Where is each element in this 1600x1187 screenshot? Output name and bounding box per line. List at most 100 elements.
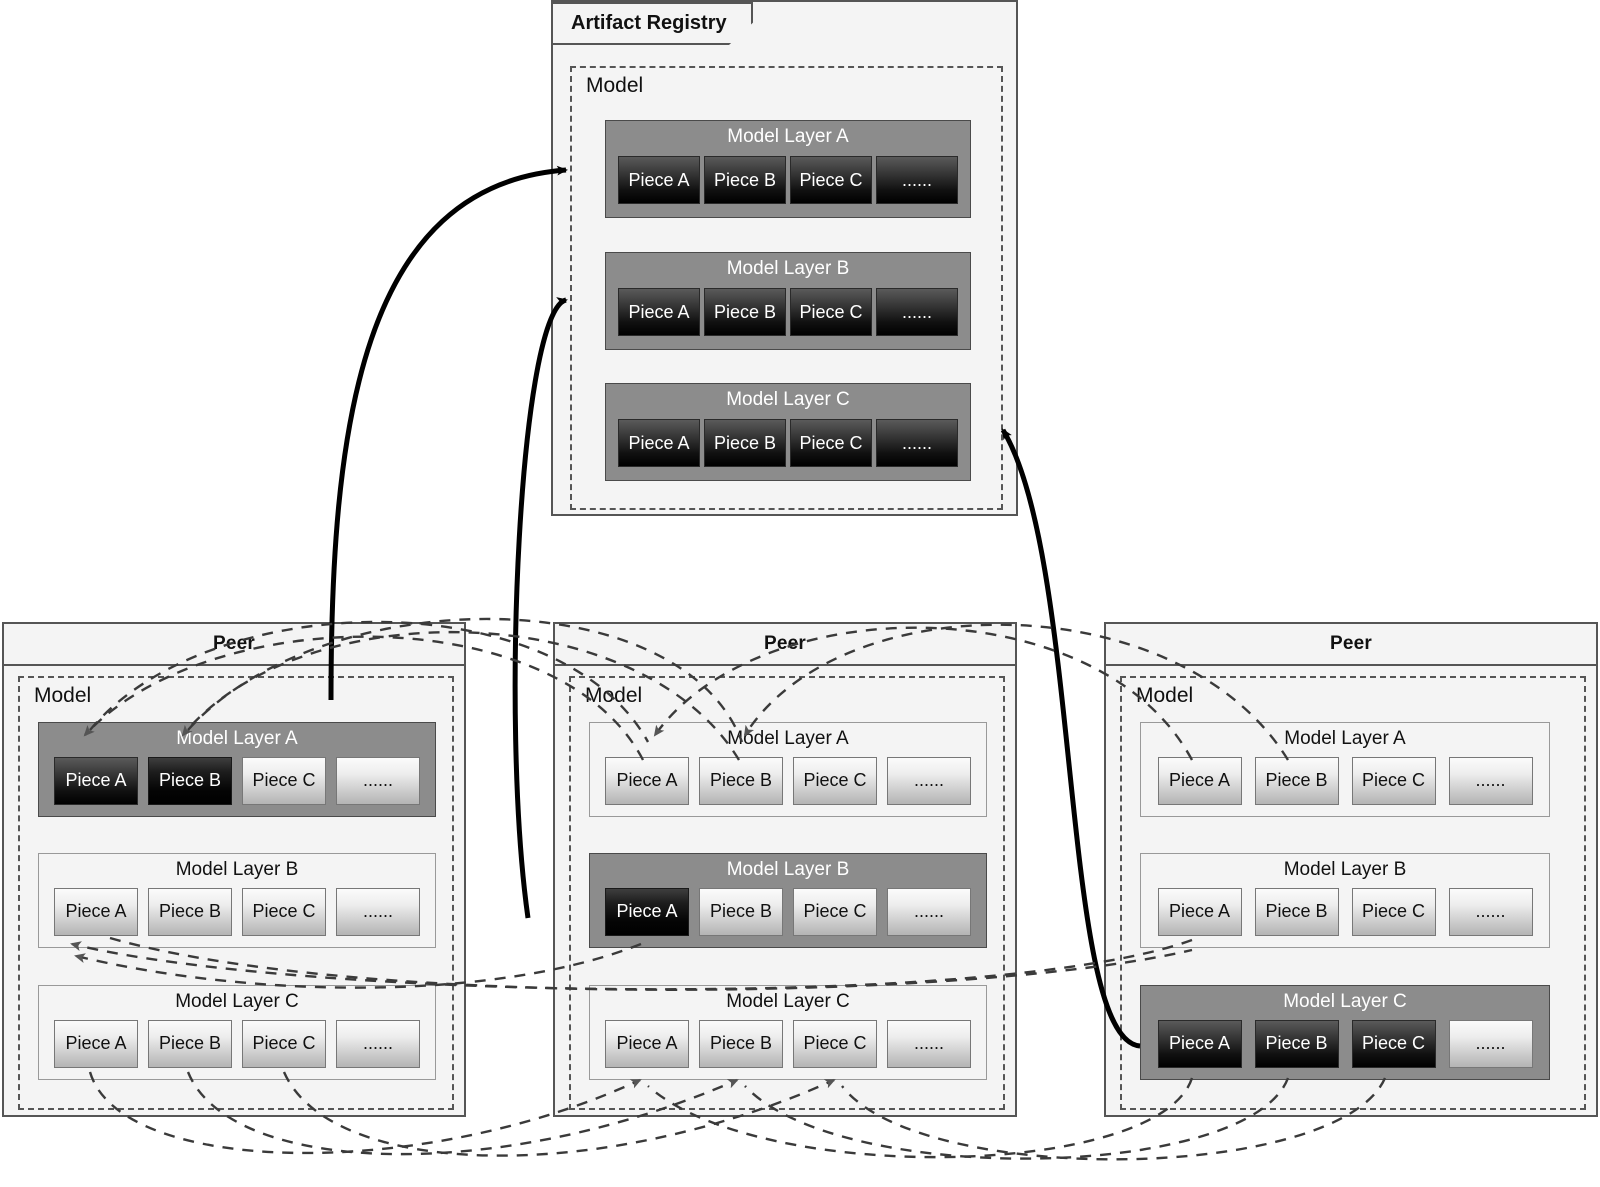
peer-1-layer-a-title: Model Layer A: [176, 728, 298, 749]
registry-model-box: Model Model Layer A Piece A Piece B Piec…: [570, 66, 1003, 510]
peer-1-layer-a[interactable]: Model Layer A Piece A Piece B Piece C ..…: [38, 722, 436, 817]
registry-layer-a-title: Model Layer A: [727, 126, 849, 147]
piece[interactable]: ......: [1448, 756, 1533, 805]
peer-1-model-box: Model Model Layer A Piece A Piece B Piec…: [18, 676, 454, 1110]
peer-2-layer-a-pieces: Piece A Piece B Piece C ......: [590, 753, 986, 816]
peer-2-layer-c-pieces: Piece A Piece B Piece C ......: [590, 1016, 986, 1079]
peer-2-layer-c-title: Model Layer C: [726, 991, 850, 1012]
registry-layer-c-pieces: Piece A Piece B Piece C ......: [606, 414, 970, 480]
piece[interactable]: Piece A: [1157, 756, 1242, 805]
piece[interactable]: Piece A: [54, 1019, 138, 1068]
piece[interactable]: ......: [1448, 887, 1533, 936]
piece[interactable]: Piece C: [242, 756, 326, 805]
piece[interactable]: Piece B: [148, 756, 232, 805]
peer-3-layer-b-pieces: Piece A Piece B Piece C ......: [1141, 884, 1549, 947]
peer-3-layer-a-title: Model Layer A: [1284, 728, 1406, 749]
peer-1-layer-c[interactable]: Model Layer C Piece A Piece B Piece C ..…: [38, 985, 436, 1080]
registry-layer-b-pieces: Piece A Piece B Piece C ......: [606, 283, 970, 349]
piece[interactable]: Piece A: [605, 887, 689, 936]
peer-panel-2: Peer Model Model Layer A Piece A Piece B…: [553, 622, 1017, 1117]
piece[interactable]: Piece C: [242, 1019, 326, 1068]
piece[interactable]: ......: [336, 887, 420, 936]
piece[interactable]: Piece A: [618, 419, 700, 467]
peer-2-model-box: Model Model Layer A Piece A Piece B Piec…: [569, 676, 1005, 1110]
peer-1-model-label: Model: [34, 684, 92, 707]
piece[interactable]: ......: [876, 419, 958, 467]
peer-1-layer-b-pieces: Piece A Piece B Piece C ......: [39, 884, 435, 947]
piece[interactable]: Piece B: [1254, 756, 1339, 805]
peer-1-layer-c-pieces: Piece A Piece B Piece C ......: [39, 1016, 435, 1079]
piece[interactable]: Piece A: [618, 288, 700, 336]
peer-2-title: Peer: [763, 633, 806, 654]
piece[interactable]: Piece B: [704, 156, 786, 204]
piece[interactable]: Piece A: [54, 756, 138, 805]
piece[interactable]: Piece B: [699, 887, 783, 936]
peer-3-layer-b[interactable]: Model Layer B Piece A Piece B Piece C ..…: [1140, 853, 1550, 948]
piece[interactable]: ......: [887, 756, 971, 805]
piece[interactable]: Piece A: [605, 756, 689, 805]
piece[interactable]: Piece A: [1157, 1019, 1242, 1068]
peer-1-title: Peer: [212, 633, 255, 654]
piece[interactable]: Piece B: [699, 756, 783, 805]
peer-panel-1: Peer Model Model Layer A Piece A Piece B…: [2, 622, 466, 1117]
piece[interactable]: Piece C: [1351, 756, 1436, 805]
piece[interactable]: ......: [887, 887, 971, 936]
piece[interactable]: Piece A: [54, 887, 138, 936]
piece[interactable]: ......: [887, 1019, 971, 1068]
registry-layer-c-title: Model Layer C: [726, 389, 850, 410]
peer-3-header: Peer: [1106, 624, 1596, 666]
peer-2-layer-c[interactable]: Model Layer C Piece A Piece B Piece C ..…: [589, 985, 987, 1080]
peer-3-model-box: Model Model Layer A Piece A Piece B Piec…: [1120, 676, 1586, 1110]
peer-3-layer-c-pieces: Piece A Piece B Piece C ......: [1141, 1016, 1549, 1079]
piece[interactable]: Piece C: [790, 156, 872, 204]
peer-1-layer-b[interactable]: Model Layer B Piece A Piece B Piece C ..…: [38, 853, 436, 948]
peer-2-layer-b-title: Model Layer B: [726, 859, 850, 880]
solid-connector-peer1-to-registry-layer-a: [328, 165, 568, 701]
piece[interactable]: Piece B: [148, 887, 232, 936]
piece[interactable]: Piece C: [793, 756, 877, 805]
piece[interactable]: ......: [336, 1019, 420, 1068]
peer-3-layer-c[interactable]: Model Layer C Piece A Piece B Piece C ..…: [1140, 985, 1550, 1080]
piece[interactable]: Piece B: [1254, 1019, 1339, 1068]
peer-2-model-label: Model: [585, 684, 643, 707]
peer-2-layer-a-title: Model Layer A: [727, 728, 849, 749]
piece[interactable]: ......: [336, 756, 420, 805]
piece[interactable]: Piece C: [242, 887, 326, 936]
piece[interactable]: Piece B: [704, 288, 786, 336]
registry-model-label: Model: [586, 74, 644, 97]
piece[interactable]: Piece B: [148, 1019, 232, 1068]
piece[interactable]: Piece C: [1351, 1019, 1436, 1068]
registry-layer-b[interactable]: Model Layer B Piece A Piece B Piece C ..…: [605, 252, 971, 350]
piece[interactable]: Piece B: [1254, 887, 1339, 936]
peer-2-layer-b[interactable]: Model Layer B Piece A Piece B Piece C ..…: [589, 853, 987, 948]
peer-3-model-label: Model: [1136, 684, 1194, 707]
peer-1-layer-a-pieces: Piece A Piece B Piece C ......: [39, 753, 435, 816]
peer-3-layer-c-title: Model Layer C: [1283, 991, 1407, 1012]
piece[interactable]: Piece A: [605, 1019, 689, 1068]
registry-layer-a-pieces: Piece A Piece B Piece C ......: [606, 151, 970, 217]
registry-layer-c[interactable]: Model Layer C Piece A Piece B Piece C ..…: [605, 383, 971, 481]
piece[interactable]: Piece C: [793, 1019, 877, 1068]
peer-3-layer-a[interactable]: Model Layer A Piece A Piece B Piece C ..…: [1140, 722, 1550, 817]
peer-2-layer-a[interactable]: Model Layer A Piece A Piece B Piece C ..…: [589, 722, 987, 817]
registry-layer-b-title: Model Layer B: [726, 258, 850, 279]
piece[interactable]: Piece B: [699, 1019, 783, 1068]
piece[interactable]: ......: [876, 288, 958, 336]
piece[interactable]: ......: [1448, 1019, 1533, 1068]
registry-layer-a[interactable]: Model Layer A Piece A Piece B Piece C ..…: [605, 120, 971, 218]
piece[interactable]: Piece B: [704, 419, 786, 467]
peer-1-layer-c-title: Model Layer C: [175, 991, 299, 1012]
peer-panel-3: Peer Model Model Layer A Piece A Piece B…: [1104, 622, 1598, 1117]
piece[interactable]: Piece C: [793, 887, 877, 936]
piece[interactable]: Piece C: [790, 288, 872, 336]
peer-3-title: Peer: [1329, 633, 1372, 654]
peer-1-layer-b-title: Model Layer B: [175, 859, 299, 880]
piece[interactable]: Piece A: [618, 156, 700, 204]
piece[interactable]: ......: [876, 156, 958, 204]
piece[interactable]: Piece A: [1157, 887, 1242, 936]
piece[interactable]: Piece C: [1351, 887, 1436, 936]
peer-2-layer-b-pieces: Piece A Piece B Piece C ......: [590, 884, 986, 947]
piece[interactable]: Piece C: [790, 419, 872, 467]
peer-2-header: Peer: [555, 624, 1015, 666]
